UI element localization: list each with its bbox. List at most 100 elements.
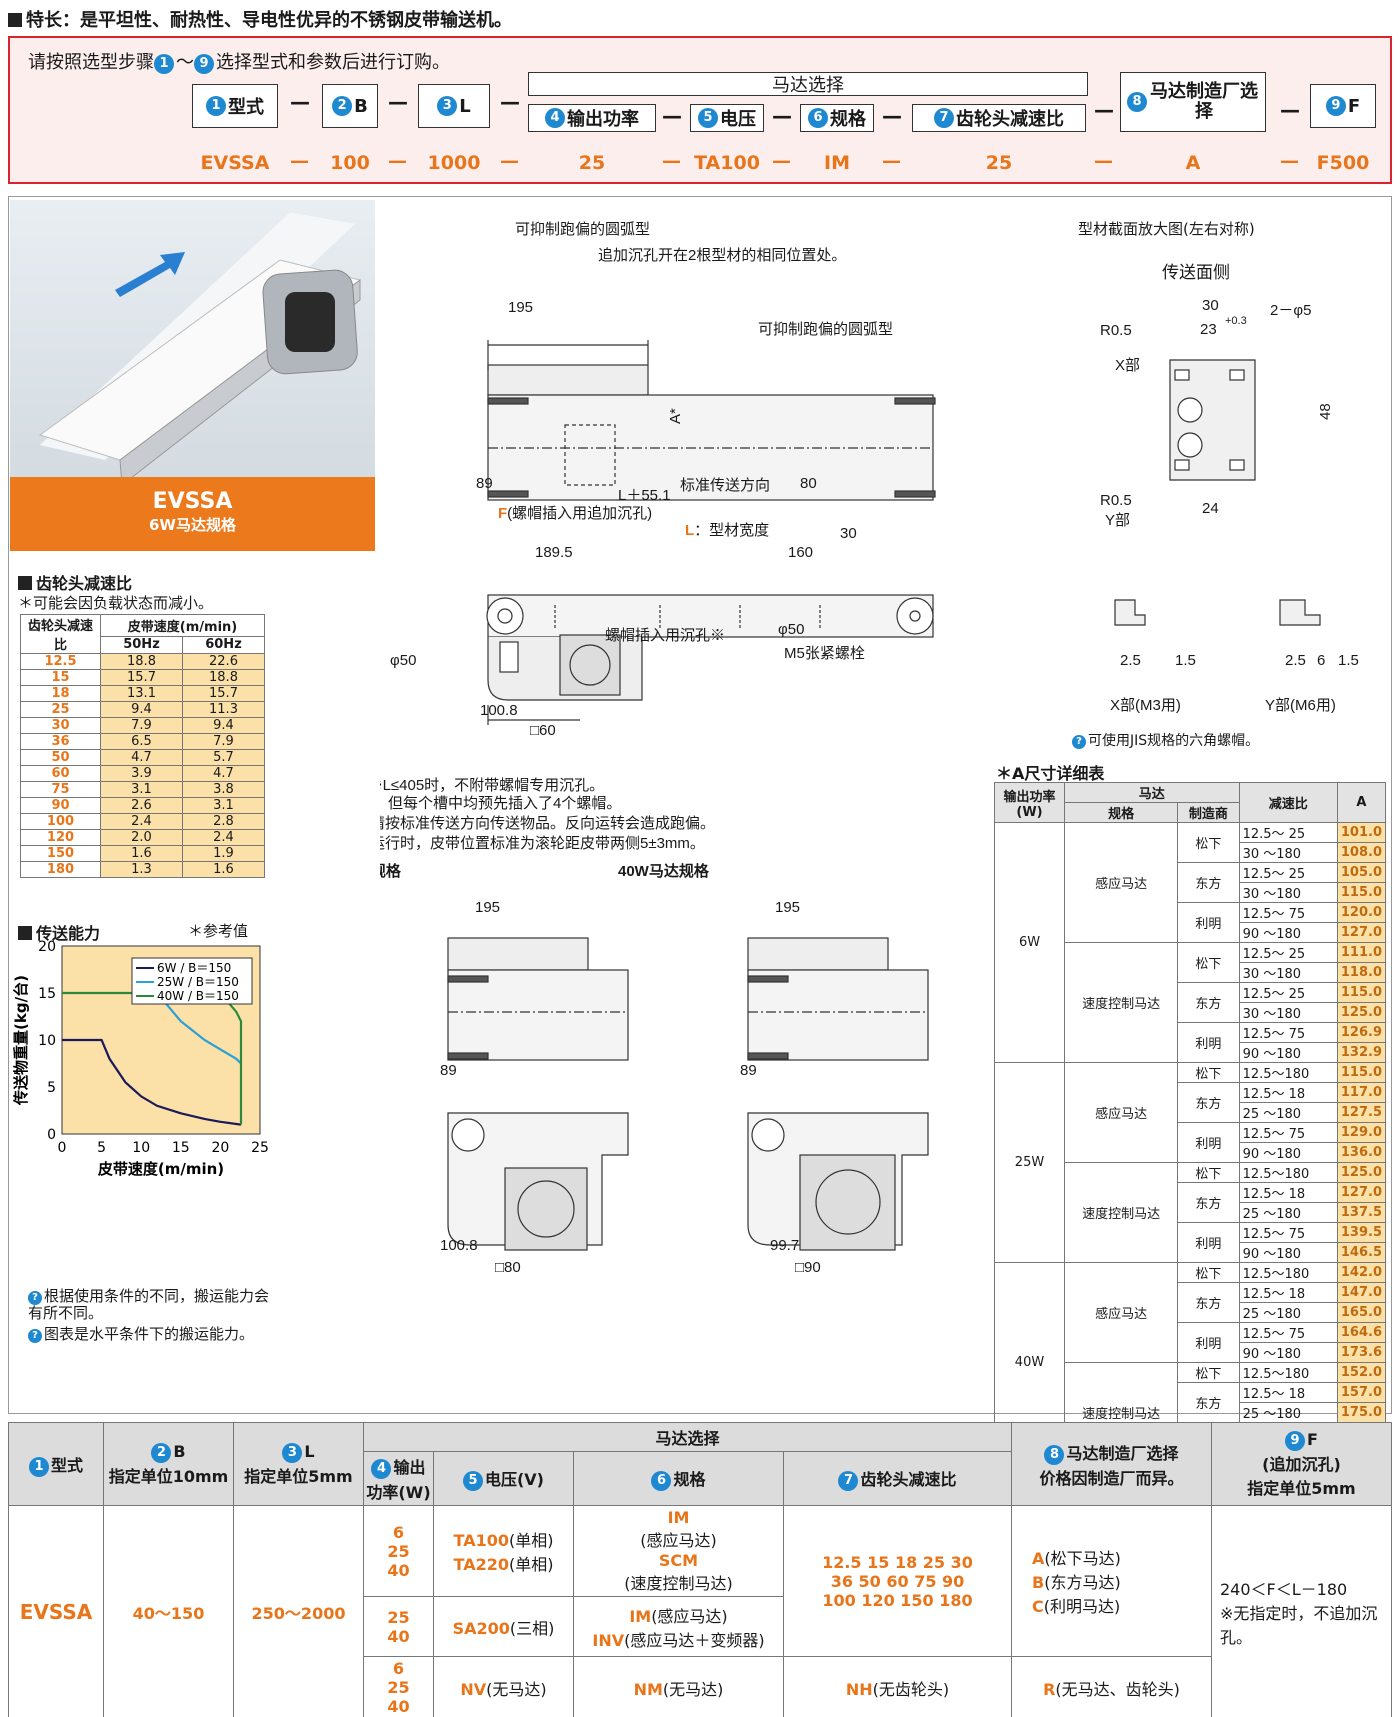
step-icon: 2 — [332, 96, 353, 116]
a-value-cell: 164.6 — [1336, 1322, 1387, 1343]
b-r2-volt: SA200(三相) — [433, 1596, 574, 1657]
b-r1-power: 6 25 40 — [363, 1505, 434, 1597]
a-value-cell: 157.0 — [1336, 1382, 1387, 1403]
a-maker-cell: 松下 — [1177, 1162, 1240, 1183]
gear-ratio-cell: 60 — [20, 765, 101, 782]
motor-select-box: 马达选择 — [528, 72, 1088, 96]
a-ratio-cell: 12.5～ 18 — [1238, 1082, 1338, 1103]
gear-title: 齿轮头减速比 — [18, 570, 132, 594]
sec-ym6: Y部(M6用) — [1265, 697, 1336, 714]
sec-x25: 2.5 — [1120, 652, 1141, 669]
a-spec-cell: 感应马达 — [1063, 822, 1179, 943]
b-f: 240＜F＜L－180※无指定时，不追加沉孔。 — [1211, 1505, 1392, 1717]
a-maker-cell: 东方 — [1177, 1182, 1240, 1223]
dim-160: 160 — [788, 544, 813, 561]
x-tick-label: 0 — [58, 1140, 67, 1156]
step-icon: 7 — [934, 108, 954, 128]
gear-ratio-cell: 180 — [20, 861, 101, 878]
b-maker: A(松下马达)B(东方马达)C(利明马达) — [1011, 1505, 1212, 1657]
a-ratio-cell: 12.5～ 18 — [1238, 1282, 1338, 1303]
param-label: 规格 — [830, 109, 866, 130]
note-holes: 追加沉孔开在2根型材的相同位置处。 — [598, 247, 846, 264]
step-1-icon: 1 — [154, 54, 174, 74]
dim-997: 99.7 — [770, 1237, 799, 1254]
a-ratio-cell: 12.5～ 75 — [1238, 1022, 1338, 1043]
a-ratio-cell: 90 ～180 — [1238, 922, 1338, 943]
gear-speed-cell: 22.6 — [182, 653, 265, 670]
gear-ratio-cell: 75 — [20, 781, 101, 798]
b-r2-spec: IM(感应马达)INV(感应马达＋变频器) — [573, 1596, 784, 1657]
dim-1895: 189.5 — [535, 544, 573, 561]
gear-speed-cell: 9.4 — [100, 701, 183, 718]
ah-power: 输出功率(W) — [994, 782, 1065, 823]
gear-h60: 60Hz — [182, 635, 265, 655]
a-ratio-cell: 12.5～ 25 — [1238, 822, 1338, 843]
dash: — — [772, 104, 792, 128]
label-phi50b: φ50 — [778, 621, 804, 638]
a-ratio-cell: 30 ～180 — [1238, 1002, 1338, 1023]
capacity-title-text: 传送能力 — [36, 924, 101, 943]
sec-d48: 48 — [1317, 403, 1334, 420]
a-value-cell: 117.0 — [1336, 1082, 1387, 1103]
gear-speed-cell: 1.9 — [182, 845, 265, 862]
gear-h2: 皮带速度(m/min) — [100, 614, 265, 637]
gear-speed-cell: 18.8 — [182, 669, 265, 686]
a-spec-cell: 感应马达 — [1063, 1062, 1179, 1163]
a-ratio-cell: 12.5～180 — [1238, 1262, 1338, 1283]
a-value-cell: 101.0 — [1336, 822, 1387, 843]
value-voltage: TA100 — [694, 152, 760, 174]
a-ratio-cell: 25 ～180 — [1238, 1102, 1338, 1123]
a-value-cell: 115.0 — [1336, 982, 1387, 1003]
capacity-title: 传送能力 — [18, 920, 100, 944]
sec-d24b: 24 — [1202, 500, 1219, 517]
dash: — — [1094, 150, 1113, 172]
dim-195-40w: 195 — [775, 899, 800, 916]
value-maker: A — [1185, 152, 1201, 174]
a-maker-cell: 利明 — [1177, 902, 1240, 943]
a-maker-cell: 利明 — [1177, 1222, 1240, 1263]
y-tick-label: 0 — [47, 1127, 56, 1143]
dim-30: 30 — [840, 525, 857, 542]
gear-speed-cell: 4.7 — [100, 749, 183, 766]
value-f: F500 — [1316, 152, 1370, 174]
a-ratio-cell: 12.5～ 75 — [1238, 1122, 1338, 1143]
y-tick-label: 5 — [47, 1080, 56, 1096]
a-ratio-cell: 90 ～180 — [1238, 1142, 1338, 1163]
param-label: 型式 — [228, 97, 264, 118]
dim-89: 89 — [476, 475, 493, 492]
a-ratio-cell: 90 ～180 — [1238, 1242, 1338, 1263]
step-9-icon: 9 — [194, 54, 214, 74]
note-arc-1: 可抑制跑偏的圆弧型 — [515, 221, 650, 238]
dash: — — [662, 150, 681, 172]
note-arc-2: 可抑制跑偏的圆弧型 — [758, 321, 893, 338]
gear-h1: 齿轮头减速比 — [20, 614, 101, 654]
param-label: F — [1347, 95, 1361, 117]
label-direction: 标准传送方向 — [680, 477, 770, 494]
a-value-cell: 127.0 — [1336, 1182, 1387, 1203]
gear-title-text: 齿轮头减速比 — [36, 574, 133, 593]
step-icon: 9 — [1325, 96, 1346, 116]
param-label: 齿轮头减速比 — [956, 109, 1064, 130]
a-value-cell: 136.0 — [1336, 1142, 1387, 1163]
a-spec-cell: 速度控制马达 — [1063, 1162, 1179, 1263]
bh-motor: 马达选择 — [363, 1422, 1012, 1452]
sec-y25: 2.5 — [1285, 652, 1306, 669]
